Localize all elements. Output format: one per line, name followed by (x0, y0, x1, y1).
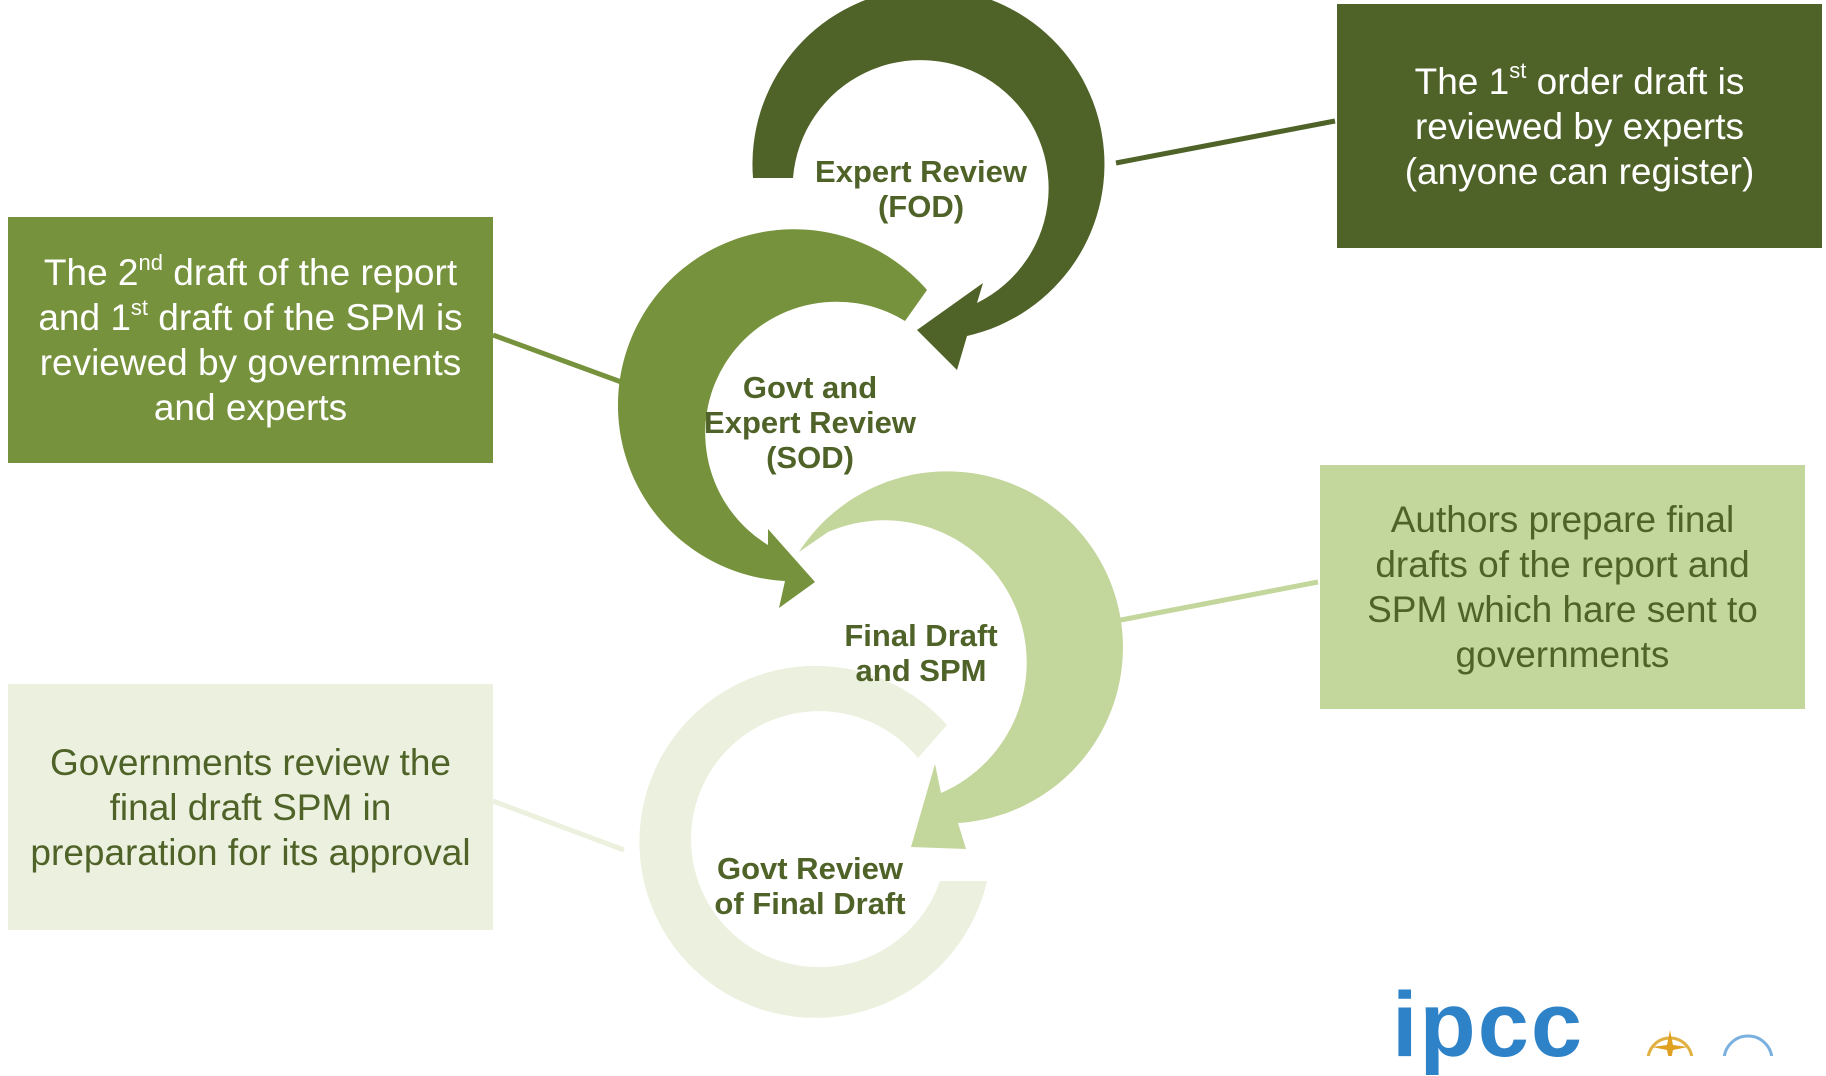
sod-review-arc (617, 229, 927, 608)
final-draft-callout-box: Authors prepare final drafts of the repo… (1320, 465, 1805, 709)
fod-callout-box: The 1st order draft is reviewed by exper… (1337, 4, 1822, 248)
final-draft-callout-text: Authors prepare final drafts of the repo… (1367, 499, 1758, 675)
govt-connector (492, 798, 625, 853)
fod-review-arc (752, 0, 1105, 370)
fod-connector (1115, 118, 1336, 166)
sod-callout-text: The 2nd draft of the report and 1st draf… (38, 249, 463, 428)
stage-label-govt: Govt Review of Final Draft (714, 851, 906, 921)
wmo-unep-emblem-icon (1646, 1030, 1774, 1056)
govt-review-arc (639, 665, 987, 1018)
stage-label-sod: Govt and Expert Review (SOD) (704, 370, 916, 475)
ipcc-logo: ipcc (1392, 974, 1585, 1076)
fod-callout-text: The 1st order draft is reviewed by exper… (1404, 58, 1755, 192)
stage-label-fod: Expert Review (FOD) (815, 154, 1027, 224)
final-connector (1099, 579, 1319, 627)
final-draft-arc (799, 471, 1123, 849)
stage-label-final: Final Draft and SPM (844, 618, 998, 688)
sod-callout-box: The 2nd draft of the report and 1st draf… (8, 217, 493, 463)
sod-connector (492, 332, 625, 386)
govt-review-callout-box: Governments review the final draft SPM i… (8, 684, 493, 930)
govt-review-callout-text: Governments review the final draft SPM i… (30, 741, 471, 873)
